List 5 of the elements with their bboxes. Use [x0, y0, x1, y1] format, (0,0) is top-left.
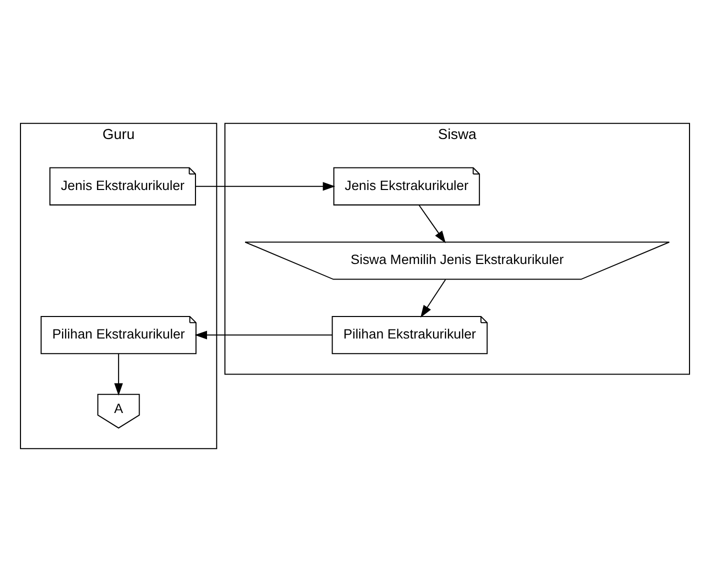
arrow	[194, 330, 332, 340]
arrow	[114, 354, 123, 396]
arrow	[418, 204, 446, 244]
arrow	[420, 279, 446, 318]
arrow	[196, 182, 336, 191]
